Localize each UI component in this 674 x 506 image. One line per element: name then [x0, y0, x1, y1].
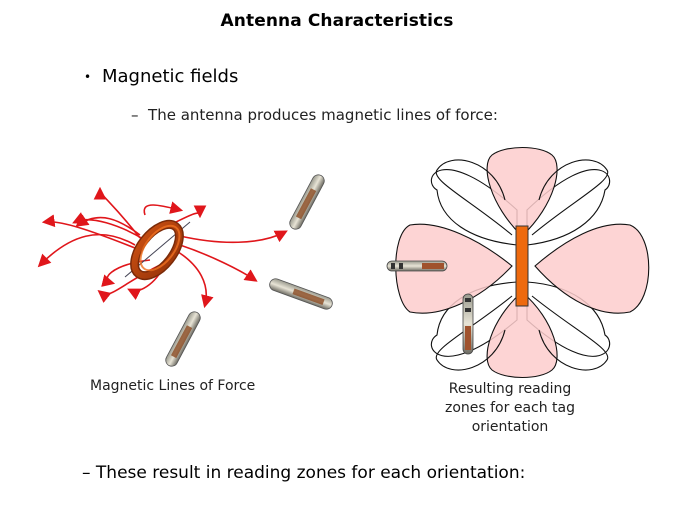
rfid-tag-upper-right-icon: [289, 174, 325, 230]
sub-bullet-marker: –: [131, 106, 139, 124]
footer-bullet: – These result in reading zones for each…: [82, 463, 526, 483]
reading-zone-lobes: [395, 147, 650, 378]
caption-magnetic-lines: Magnetic Lines of Force: [90, 378, 256, 394]
caption-line: zones for each tag: [444, 400, 575, 416]
caption-line: orientation: [471, 419, 549, 435]
bullet-marker: •: [84, 70, 92, 84]
bullet-magnetic-fields: Magnetic fields: [102, 66, 239, 87]
rfid-tag-bottom-icon: [165, 311, 201, 367]
rfid-tag-vertical-icon: [462, 293, 474, 355]
slide-title: Antenna Characteristics: [220, 11, 454, 31]
rfid-tag-horizontal-icon: [386, 260, 448, 272]
caption-line: Resulting reading: [448, 381, 572, 397]
coil-antenna-icon: [124, 219, 191, 281]
antenna-bar: [515, 225, 529, 307]
caption-reading-zones: Resulting reading zones for each tag ori…: [420, 380, 600, 437]
rfid-tag-right-icon: [269, 278, 333, 310]
magnetic-field-lines: [37, 186, 288, 309]
sub-bullet-lines-of-force: – The antenna produces magnetic lines of…: [131, 106, 498, 124]
sub-bullet-text: The antenna produces magnetic lines of f…: [148, 106, 498, 124]
